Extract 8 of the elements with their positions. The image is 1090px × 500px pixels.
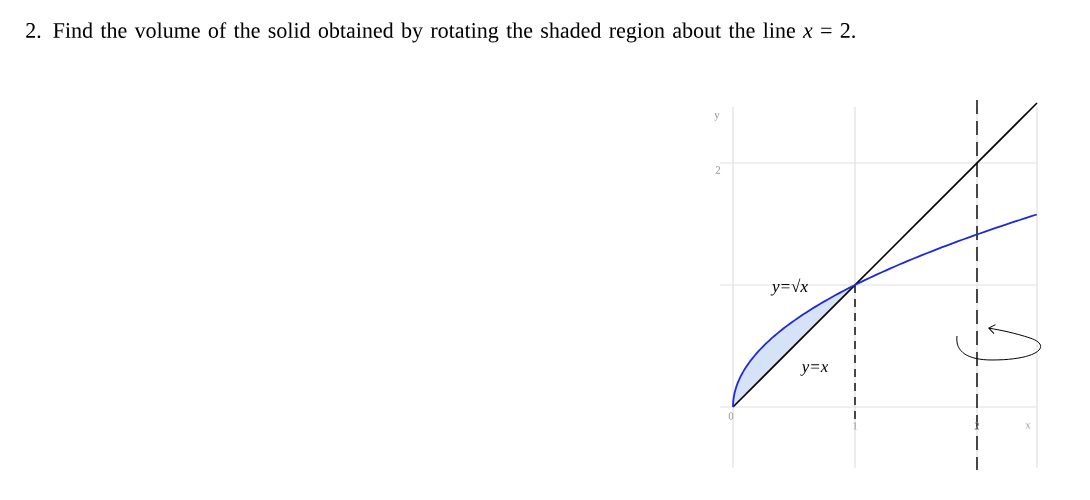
axis-label: 0 xyxy=(728,412,734,420)
curve-label: y=x xyxy=(800,364,829,376)
axis-label: x xyxy=(1025,423,1031,429)
curve-label: y=√x xyxy=(770,278,808,296)
axis-label: y xyxy=(714,113,720,121)
axis-label: 2 xyxy=(974,422,980,430)
axis-label: 2 xyxy=(715,166,721,174)
problem-text: 2. Find the volume of the solid obtained by rotating the shaded region about the line x = 2. xyxy=(26,22,855,43)
